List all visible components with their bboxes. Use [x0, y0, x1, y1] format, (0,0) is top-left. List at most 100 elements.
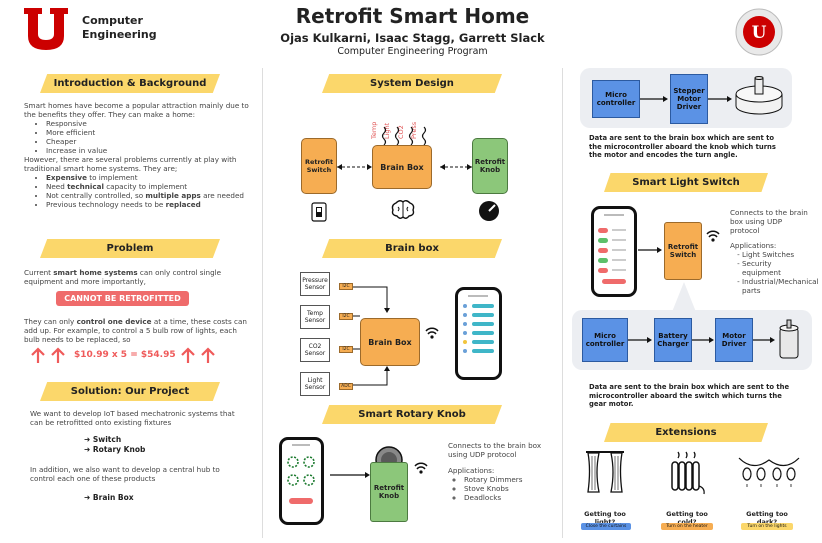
- bus-tag: ADC: [339, 383, 353, 390]
- light-sensor-box: Light Sensor: [300, 372, 330, 396]
- brain-box-item: ➜ Brain Box: [84, 493, 134, 502]
- list-item: Light Switches: [742, 250, 810, 259]
- close-curtains-button[interactable]: Close the curtains: [581, 523, 631, 530]
- gear-motor-icon: [775, 318, 805, 368]
- department-name: Computer Engineering: [82, 14, 157, 41]
- problem-text-2: They can only control one device at a ti…: [24, 317, 247, 344]
- list-item: Stove Knobs: [464, 484, 558, 493]
- microcontroller-box: Micro controller: [592, 80, 640, 118]
- wifi-icon: [413, 461, 429, 481]
- bus-tag: I2C: [339, 283, 353, 290]
- svg-text:U: U: [752, 23, 767, 43]
- rotary-knob-heading: Smart Rotary Knob: [322, 405, 502, 424]
- stepper-driver-box: Stepper Motor Driver: [670, 74, 708, 124]
- column-divider: [562, 68, 563, 538]
- extensions-heading: Extensions: [604, 423, 768, 442]
- list-item: Need technical capacity to implement: [46, 182, 250, 191]
- retrofit-knob-device: Retrofit Knob: [370, 462, 408, 522]
- switch-hardware-caption: Data are sent to the brain box which are…: [589, 383, 790, 408]
- arrow-icon: [638, 247, 662, 253]
- switch-app-phone: [591, 206, 637, 297]
- list-item: Security equipment: [742, 259, 810, 277]
- knob-description: Connects to the brain box using UDP prot…: [448, 441, 542, 459]
- retrofit-switch-device: Retrofit Switch: [664, 222, 702, 280]
- solution-text: We want to develop IoT based mechatronic…: [30, 409, 235, 427]
- brain-icon: [390, 199, 416, 225]
- extension-question: Getting too dark?: [746, 510, 788, 526]
- list-item: Previous technology needs to be replaced: [46, 200, 250, 209]
- intro-text: Smart homes have become a popular attrac…: [24, 101, 250, 209]
- poster-program: Computer Engineering Program: [337, 46, 488, 57]
- svg-text:Temp: Temp: [370, 122, 378, 140]
- brain-box: Brain Box: [372, 145, 432, 189]
- solution-items: ➜ Switch ➜ Rotary Knob: [84, 435, 145, 455]
- switch-description: Connects to the brain box using UDP prot…: [730, 208, 808, 235]
- list-item: Rotary Dimmers: [464, 475, 558, 484]
- cannot-be-retrofitted-badge: CANNOT BE RETROFITTED: [56, 291, 189, 306]
- co2-sensor-box: CO2 Sensor: [300, 338, 330, 362]
- string-lights-icon: [737, 452, 801, 496]
- arrow-up-icon: [180, 346, 220, 368]
- list-item: Cheaper: [46, 137, 250, 146]
- list-item: Industrial/Mechanical parts: [742, 277, 819, 295]
- bus-tag: I2C: [339, 346, 353, 353]
- intro-heading: Introduction & Background: [40, 74, 220, 93]
- brain-box-wiring: [353, 286, 390, 386]
- cost-equation: $10.99 x 5 = $54.95: [74, 350, 176, 360]
- poster-title: Retrofit Smart Home: [295, 4, 530, 28]
- light-switch-heading: Smart Light Switch: [604, 173, 768, 192]
- svg-text:Press: Press: [410, 121, 418, 139]
- arrow-icon: [628, 337, 652, 343]
- motor-driver-box: Motor Driver: [715, 318, 753, 362]
- curtains-icon: [585, 450, 625, 498]
- list-item: Expensive to implement: [46, 173, 250, 182]
- system-design-diagram: Temp Light CO2 Press: [337, 121, 472, 170]
- arrow-icon: [708, 96, 732, 102]
- arrow-up-icon: [30, 346, 70, 368]
- retrofit-switch-box: Retrofit Switch: [301, 138, 337, 194]
- brain-box-app-phone: [455, 287, 502, 380]
- university-logo: [22, 6, 70, 52]
- pressure-sensor-box: Pressure Sensor: [300, 272, 330, 296]
- microcontroller-box: Micro controller: [582, 318, 628, 362]
- brain-box-hub: Brain Box: [360, 318, 420, 366]
- turn-on-heater-button[interactable]: Turn on the heater: [661, 523, 713, 530]
- wifi-icon: [424, 326, 440, 346]
- arrow-icon: [330, 472, 370, 478]
- system-design-heading: System Design: [322, 74, 502, 93]
- list-item: ➜ Rotary Knob: [84, 445, 146, 454]
- heater-icon: [668, 450, 708, 500]
- list-item: Not centrally controlled, so multiple ap…: [46, 191, 250, 200]
- university-seal: U: [735, 8, 783, 56]
- extension-question: Getting too cold?: [666, 510, 708, 526]
- wifi-icon: [705, 229, 721, 249]
- arrow-icon: [753, 337, 775, 343]
- turn-on-lights-button[interactable]: Turn on the lights: [741, 523, 793, 530]
- bus-tag: I2C: [339, 313, 353, 320]
- knob-hardware-caption: Data are sent to the brain box which are…: [589, 134, 776, 159]
- temp-sensor-box: Temp Sensor: [300, 305, 330, 329]
- knob-applications: Applications: Rotary Dimmers Stove Knobs…: [448, 466, 558, 502]
- switch-applications: Applications: Light Switches Security eq…: [730, 241, 819, 295]
- list-item: More efficient: [46, 128, 250, 137]
- brain-box-heading: Brain box: [322, 239, 502, 258]
- arrow-icon: [640, 96, 668, 102]
- list-item: Deadlocks: [464, 493, 558, 502]
- arrow-icon: [692, 337, 714, 343]
- light-switch-icon: [311, 202, 327, 226]
- stepper-motor-icon: [733, 72, 785, 122]
- list-item: Increase in value: [46, 146, 250, 155]
- poster-authors: Ojas Kulkarni, Isaac Stagg, Garrett Slac…: [280, 31, 545, 45]
- knob-icon: [478, 200, 500, 226]
- list-item: ➜ Switch: [84, 435, 122, 444]
- extension-question: Getting too light?: [584, 510, 626, 526]
- column-divider: [262, 68, 263, 538]
- problem-text: Current smart home systems can only cont…: [24, 268, 222, 286]
- svg-text:CO2: CO2: [397, 125, 405, 139]
- retrofit-knob-box: Retrofit Knob: [472, 138, 508, 194]
- solution-text-2: In addition, we also want to develop a c…: [30, 465, 220, 483]
- svg-text:Light: Light: [383, 122, 391, 139]
- callout-pointer: [672, 282, 696, 312]
- problem-heading: Problem: [40, 239, 220, 258]
- list-item: Responsive: [46, 119, 250, 128]
